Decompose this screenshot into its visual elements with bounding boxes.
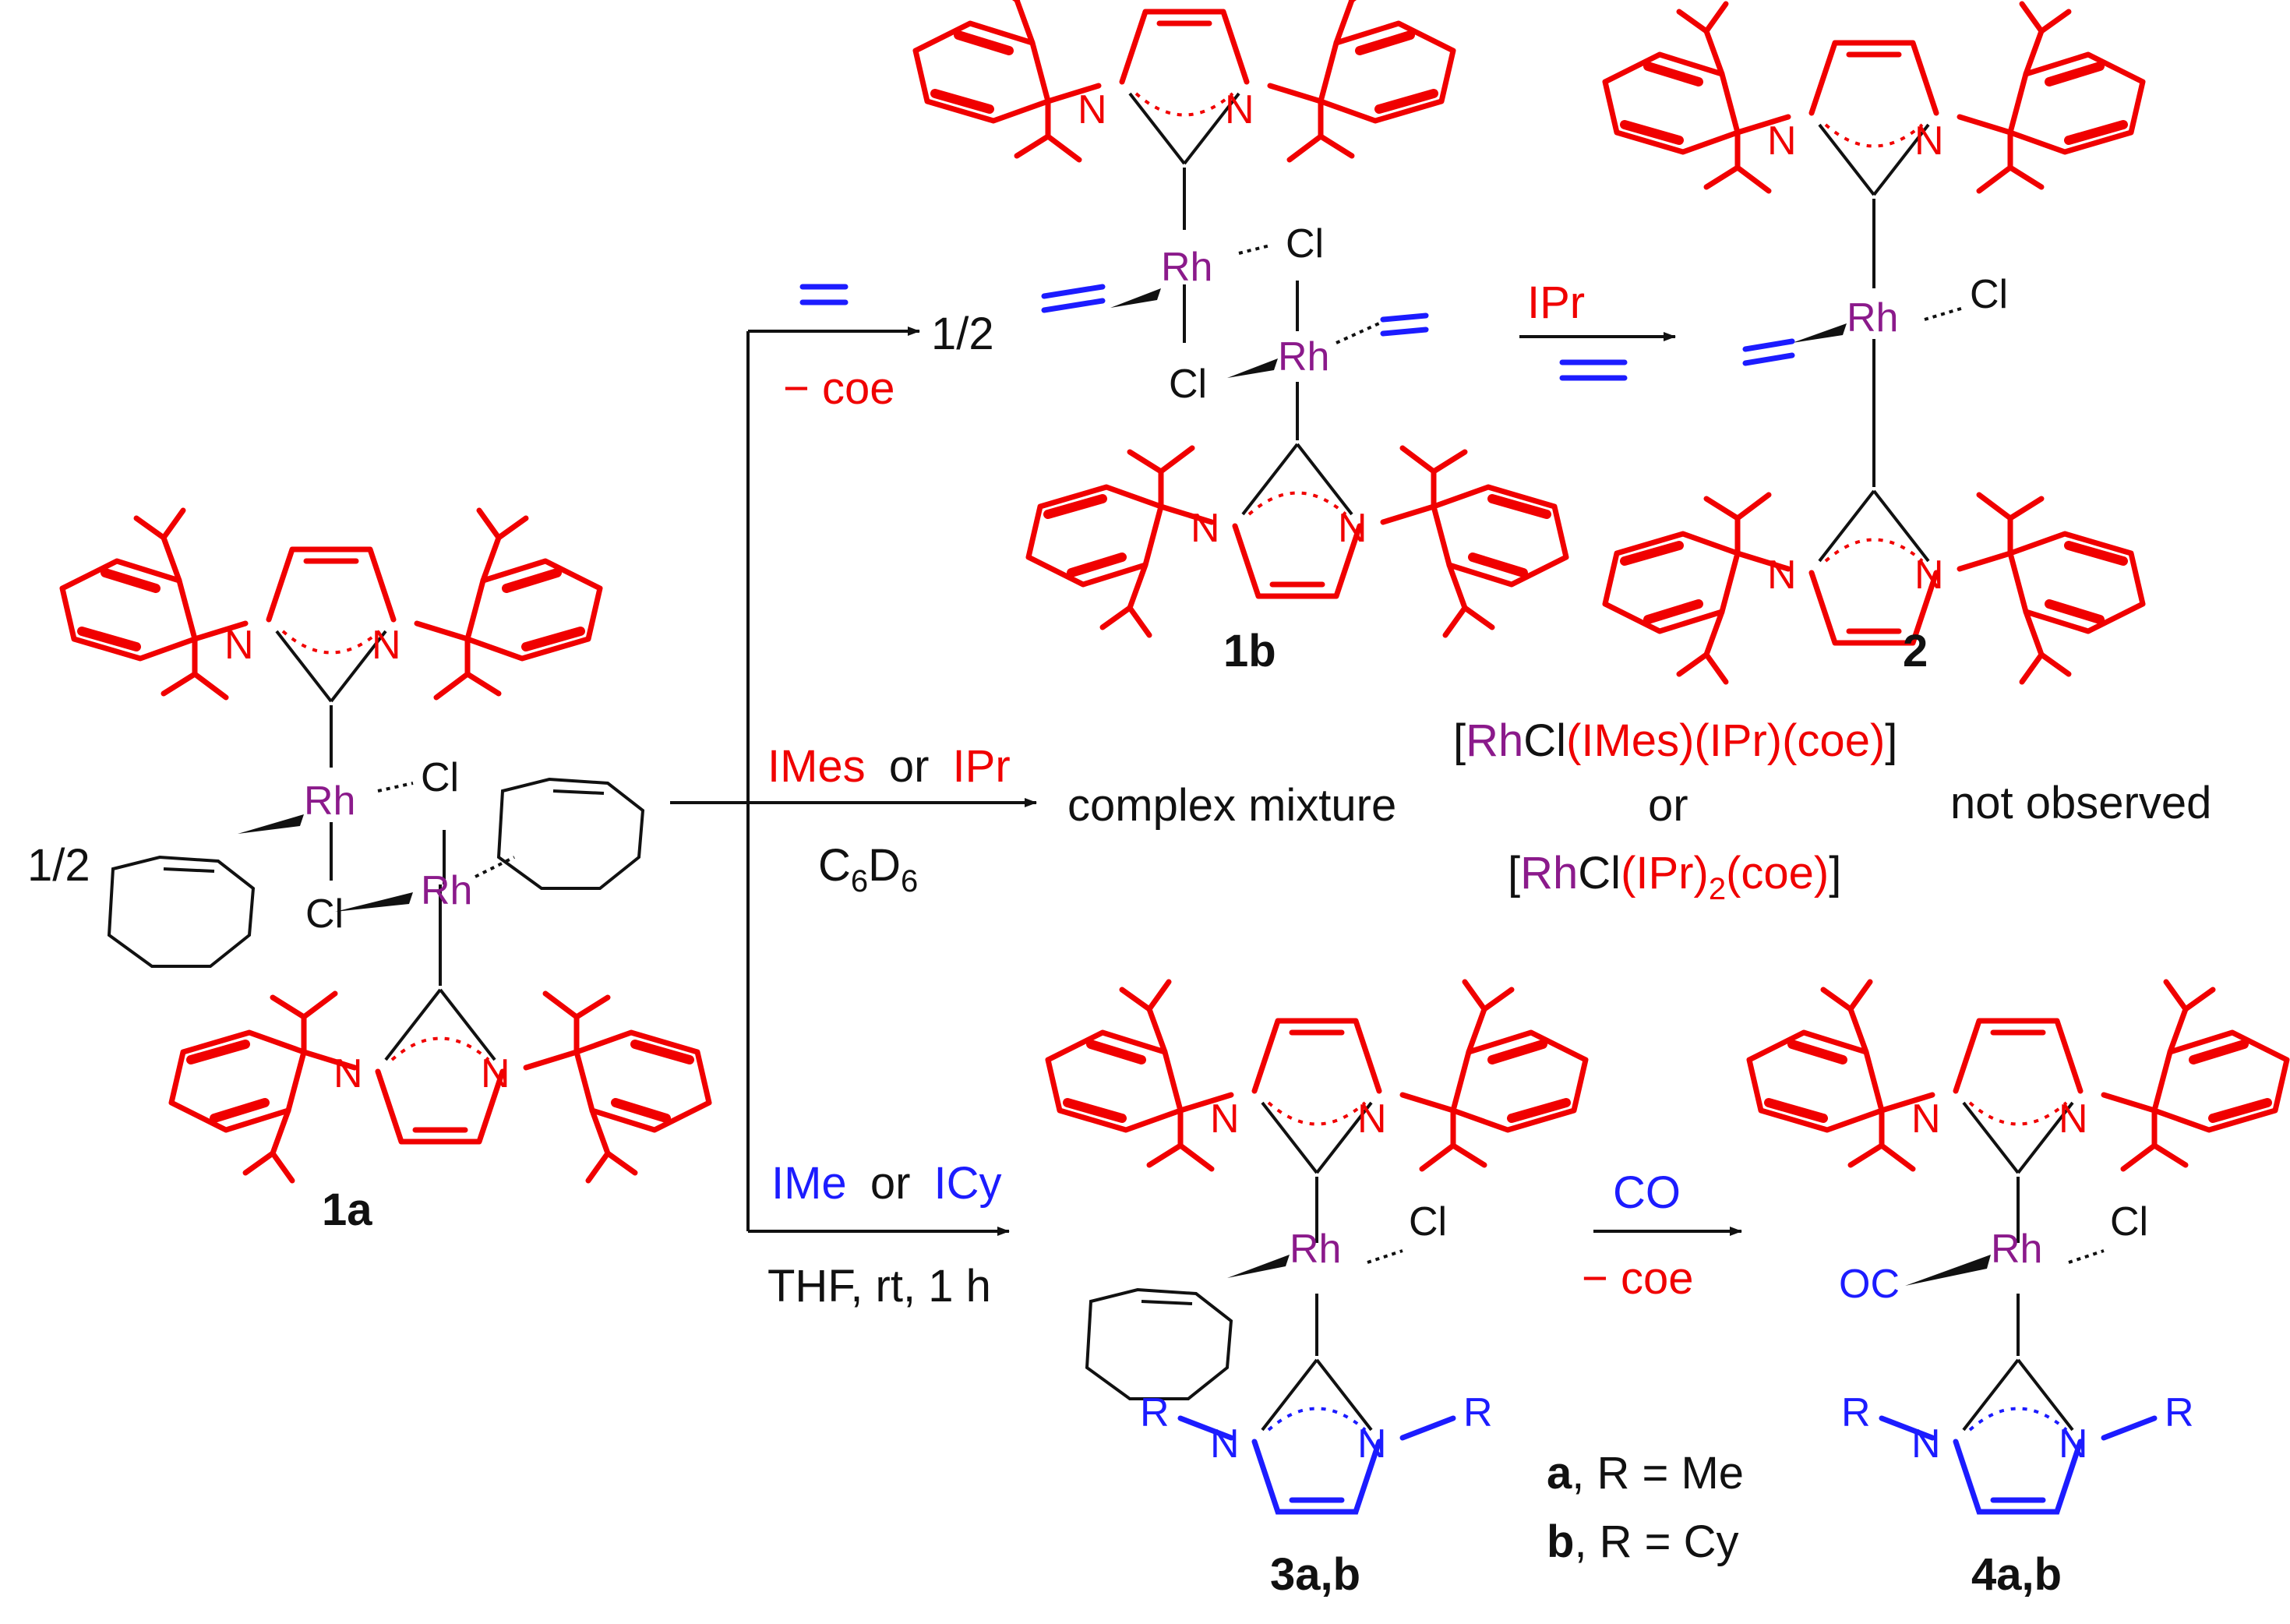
n-atom: N bbox=[1767, 118, 1797, 164]
r-group: R bbox=[1140, 1390, 1170, 1435]
svg-text:[RhCl(IMes)(IPr)(coe)]: [RhCl(IMes)(IPr)(coe)] bbox=[1453, 715, 1897, 766]
n-atom: N bbox=[1911, 1421, 1941, 1467]
n-atom: N bbox=[1767, 553, 1797, 598]
co-reagent-label: CO bbox=[1613, 1167, 1681, 1218]
solvent-c: C bbox=[818, 840, 851, 891]
not-observed-text: not observed bbox=[1950, 778, 2211, 828]
n-atom: N bbox=[2059, 1096, 2088, 1142]
svg-text:C6D6: C6D6 bbox=[818, 840, 918, 898]
solvent-sub: 6 bbox=[851, 864, 868, 898]
n-atom: N bbox=[481, 1051, 510, 1096]
middle-result: complex mixture [RhCl(IMes)(IPr)(coe)] o… bbox=[1067, 715, 2211, 906]
cl-atom: Cl bbox=[1169, 362, 1207, 407]
n-atom: N bbox=[1078, 87, 1107, 132]
ipr-reagent: IPr bbox=[953, 741, 1011, 792]
icy-reagent: ICy bbox=[934, 1158, 1002, 1209]
ipr-step-arrow: IPr bbox=[1519, 277, 1676, 381]
minus-coe-label: − coe bbox=[783, 363, 895, 414]
top-arrow-labels: − coe 1/2 bbox=[783, 284, 994, 414]
compound-label-2: 2 bbox=[1903, 626, 1928, 676]
cl-atom: Cl bbox=[1409, 1199, 1447, 1244]
r-group: R bbox=[2165, 1390, 2194, 1435]
compound-label-1a: 1a bbox=[322, 1184, 372, 1235]
or-word: or bbox=[1648, 780, 1688, 831]
rh-atom: Rh bbox=[1847, 295, 1898, 341]
compound-4ab: OC Rh Cl N N N N R R 4a,b bbox=[1749, 982, 2287, 1600]
n-atom: N bbox=[224, 623, 254, 668]
n-atom: N bbox=[1914, 118, 1944, 164]
n-atom: N bbox=[1357, 1421, 1387, 1467]
n-atom: N bbox=[372, 623, 401, 668]
r-group: R bbox=[1841, 1390, 1871, 1435]
rh-atom: Rh bbox=[304, 778, 355, 824]
n-atom: N bbox=[1225, 87, 1254, 132]
rh-atom: Rh bbox=[1991, 1227, 2042, 1272]
imes-reagent: IMes bbox=[767, 741, 866, 792]
n-atom: N bbox=[1210, 1421, 1240, 1467]
or-word: or bbox=[870, 1158, 911, 1209]
svg-text:[RhCl(IPr)2(coe)]: [RhCl(IPr)2(coe)] bbox=[1508, 848, 1841, 906]
or-word: or bbox=[889, 741, 930, 792]
rh-atom: Rh bbox=[1290, 1227, 1341, 1272]
n-atom: N bbox=[2059, 1421, 2088, 1467]
compound-1a: Rh Rh Cl Cl N N N N 1/2 1a bbox=[27, 510, 709, 1235]
cl-atom: Cl bbox=[2110, 1199, 2148, 1244]
fraction-label: 1/2 bbox=[27, 840, 90, 891]
compound-3ab: Rh Cl N N N N R R 3a,b bbox=[1048, 982, 1586, 1600]
cl-atom: Cl bbox=[1286, 221, 1324, 267]
svg-text:b, R = Cy: b, R = Cy bbox=[1547, 1516, 1739, 1567]
ime-reagent: IMe bbox=[771, 1158, 847, 1209]
svg-text:a, R = Me: a, R = Me bbox=[1547, 1448, 1744, 1499]
conditions-text: THF, rt, 1 h bbox=[767, 1261, 991, 1312]
fraction-label: 1/2 bbox=[931, 309, 994, 359]
compound-label-3ab: 3a,b bbox=[1270, 1549, 1360, 1600]
middle-arrow-labels: IMes or IPr C6D6 bbox=[767, 741, 1011, 898]
n-atom: N bbox=[1911, 1096, 1941, 1142]
branch-arrows bbox=[670, 327, 1037, 1236]
rh-atom: Rh bbox=[1278, 334, 1329, 380]
solvent-sub: 6 bbox=[901, 864, 918, 898]
n-atom: N bbox=[1338, 506, 1367, 551]
compound-label-4ab: 4a,b bbox=[1971, 1549, 2062, 1600]
cl-atom: Cl bbox=[1970, 272, 2008, 317]
carbonyl-label: OC bbox=[1839, 1262, 1900, 1307]
n-atom: N bbox=[333, 1051, 363, 1096]
n-atom: N bbox=[1191, 506, 1220, 551]
n-atom: N bbox=[1210, 1096, 1240, 1142]
n-atom: N bbox=[1357, 1096, 1387, 1142]
r-group: R bbox=[1463, 1390, 1493, 1435]
n-atom: N bbox=[1914, 553, 1944, 598]
co-step-arrow: CO − coe bbox=[1582, 1167, 1742, 1304]
bottom-arrow-labels: IMe or ICy THF, rt, 1 h bbox=[767, 1158, 1002, 1312]
cl-atom: Cl bbox=[305, 891, 344, 937]
compound-1b: Rh Rh Cl Cl N N N N 1b bbox=[916, 0, 1566, 676]
rh-atom: Rh bbox=[421, 868, 472, 913]
r-group-legend: a, R = Me b, R = Cy bbox=[1547, 1448, 1744, 1567]
ipr-reagent-label: IPr bbox=[1527, 277, 1585, 328]
svg-text:IMe or ICy: IMe or ICy bbox=[771, 1158, 1002, 1209]
cl-atom: Cl bbox=[421, 755, 459, 800]
compound-2: Rh Cl N N N N 2 bbox=[1605, 4, 2143, 682]
rh-atom: Rh bbox=[1161, 245, 1212, 290]
svg-text:IMes or IPr: IMes or IPr bbox=[767, 741, 1011, 792]
complex-mixture-text: complex mixture bbox=[1067, 780, 1396, 831]
compound-label-1b: 1b bbox=[1223, 626, 1276, 676]
minus-coe-label: − coe bbox=[1582, 1253, 1694, 1304]
solvent-d: D bbox=[868, 840, 901, 891]
